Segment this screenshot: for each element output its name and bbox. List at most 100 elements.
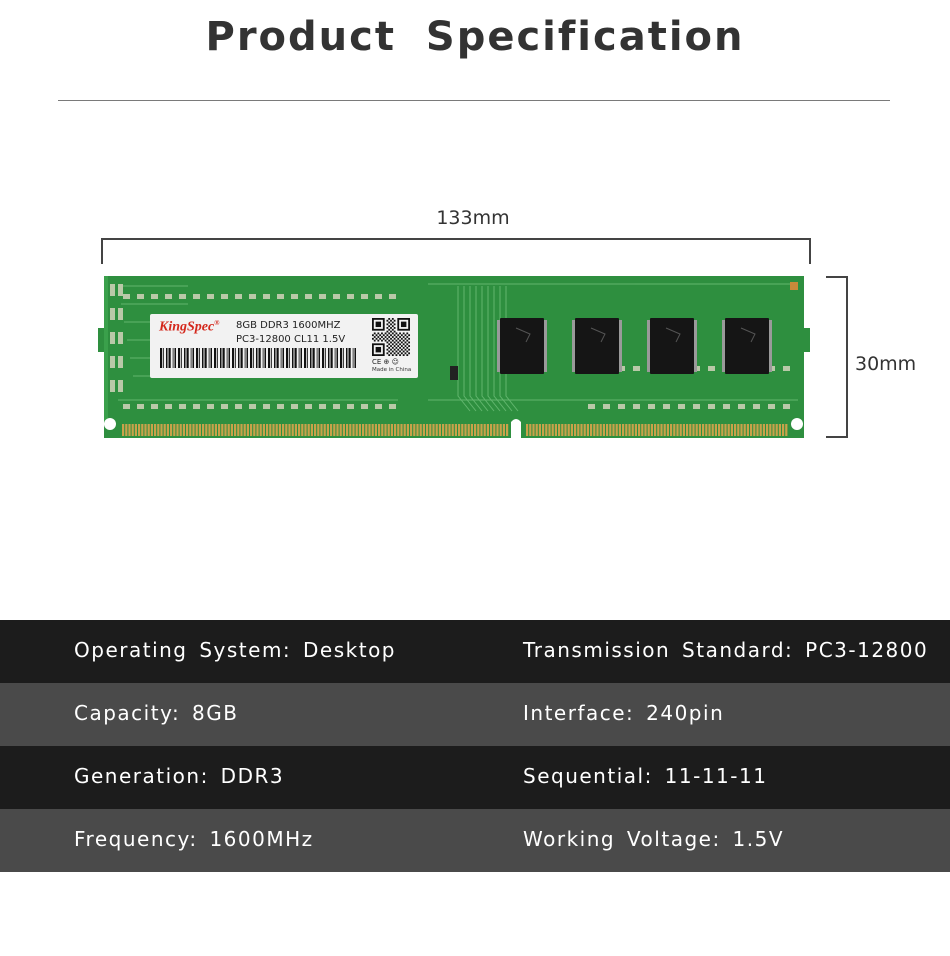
qr-module	[399, 336, 401, 338]
gold-pin	[336, 424, 339, 436]
qr-module	[406, 354, 409, 356]
gold-pin	[179, 424, 182, 436]
qr-module	[388, 354, 391, 356]
qr-module	[393, 327, 396, 329]
qr-module	[386, 330, 389, 333]
gold-pin	[490, 424, 493, 436]
smd-part	[361, 404, 368, 409]
gold-pin	[756, 424, 759, 436]
qr-module	[397, 345, 400, 347]
gold-pin	[406, 424, 409, 436]
qr-module	[404, 337, 407, 340]
barcode-bar	[196, 348, 199, 368]
smd-part	[151, 294, 158, 299]
chip-leads	[694, 320, 697, 372]
barcode-bar	[240, 348, 243, 368]
qr-module	[377, 332, 380, 335]
gold-pin	[282, 424, 285, 436]
qr-module	[373, 336, 376, 338]
barcode-bar	[235, 348, 236, 368]
qr-module	[399, 343, 401, 346]
gold-pin	[583, 424, 586, 436]
qr-module	[390, 337, 392, 340]
gold-pin	[753, 424, 756, 436]
gold-pin	[326, 424, 329, 436]
qr-module	[393, 352, 396, 355]
gold-pin	[641, 424, 644, 436]
qr-module	[384, 332, 387, 335]
qr-module	[381, 336, 383, 338]
gold-pin	[320, 424, 323, 436]
qr-module	[408, 352, 410, 355]
barcode	[160, 348, 356, 368]
smd-part	[389, 404, 396, 409]
gold-pin	[294, 424, 297, 436]
brand-logo: KingSpec®	[159, 319, 220, 335]
gold-pin	[545, 424, 548, 436]
qr-module	[377, 339, 380, 342]
memory-chip	[650, 318, 694, 374]
gold-pin	[163, 424, 166, 436]
qr-module	[402, 343, 405, 346]
gold-pin	[154, 424, 157, 436]
gold-pin	[368, 424, 371, 436]
smd-part	[118, 380, 123, 392]
barcode-bar	[228, 348, 230, 368]
barcode-bar	[304, 348, 307, 368]
smd-part	[110, 356, 115, 368]
gold-pin	[564, 424, 567, 436]
gold-pin	[762, 424, 765, 436]
gold-pin	[750, 424, 753, 436]
gold-pin	[532, 424, 535, 436]
gold-pin	[403, 424, 406, 436]
smd-part	[193, 404, 200, 409]
smd-part	[753, 404, 760, 409]
gold-pin	[195, 424, 198, 436]
qr-module	[386, 323, 389, 326]
gold-pin	[647, 424, 650, 436]
qr-module	[406, 339, 409, 342]
qr-module	[397, 334, 400, 337]
chip-leads	[572, 320, 575, 372]
barcode-bar	[336, 348, 338, 368]
barcode-bar	[204, 348, 207, 368]
chip-leads	[769, 320, 772, 372]
qr-module	[372, 337, 374, 340]
gold-pin	[275, 424, 278, 436]
barcode-bar	[238, 348, 240, 368]
gold-pin	[390, 424, 393, 436]
qr-module	[404, 345, 407, 347]
smd-part	[603, 404, 610, 409]
gold-pin	[724, 424, 727, 436]
gold-pin	[400, 424, 403, 436]
pcb-trace	[463, 286, 477, 412]
qr-module	[390, 319, 392, 322]
smd-part	[151, 404, 158, 409]
smd-part	[389, 294, 396, 299]
gold-pin	[743, 424, 746, 436]
gold-pin	[618, 424, 621, 436]
gold-pin	[381, 424, 384, 436]
smd-part	[277, 404, 284, 409]
smd-part	[118, 284, 123, 296]
gold-pin	[141, 424, 144, 436]
qr-module	[393, 330, 396, 333]
barcode-bar	[210, 348, 212, 368]
barcode-bar	[222, 348, 225, 368]
gold-pin	[638, 424, 641, 436]
smd-part	[118, 332, 123, 344]
qr-module	[395, 350, 398, 353]
gold-pin	[593, 424, 596, 436]
gold-pin	[298, 424, 301, 436]
gold-pin	[301, 424, 304, 436]
gold-pin	[470, 424, 473, 436]
barcode-bar	[271, 348, 272, 368]
barcode-bar	[172, 348, 174, 368]
qr-module	[395, 346, 398, 349]
gold-pin	[394, 424, 397, 436]
qr-module	[386, 334, 389, 337]
gold-pin	[170, 424, 173, 436]
qr-finder	[400, 321, 407, 328]
gold-pin	[339, 424, 342, 436]
smd-part	[110, 380, 115, 392]
